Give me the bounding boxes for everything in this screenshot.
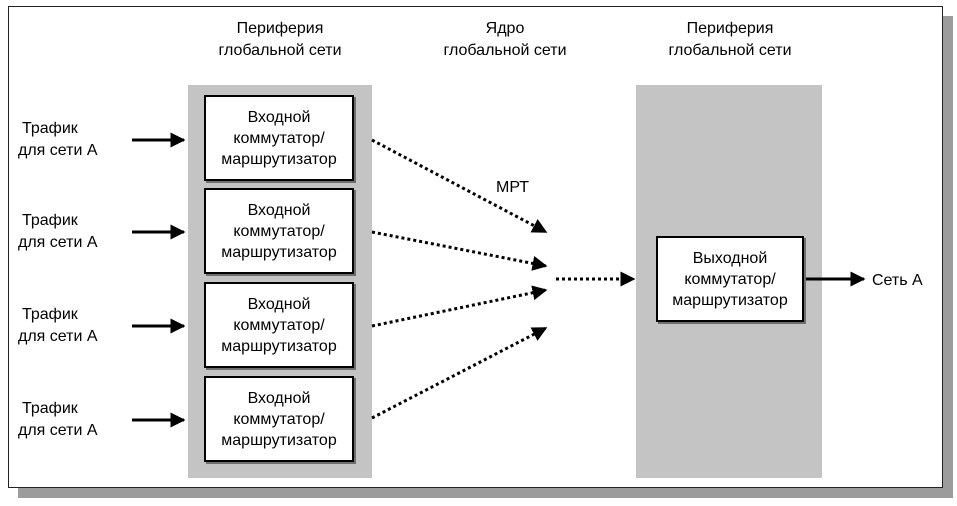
ingress-router-4: Входной коммутатор/ маршрутизатор: [204, 376, 354, 462]
ingress-router-2: Входной коммутатор/ маршрутизатор: [204, 188, 354, 274]
traffic-label-1: Трафик для сети А: [18, 118, 128, 162]
egress-router-line2: коммутатор/: [684, 270, 776, 288]
traffic-label-3: Трафик для сети А: [18, 304, 128, 348]
mpt-path-3: [371, 285, 548, 328]
mpt-path-2: [371, 230, 548, 271]
traffic-label-3-line2: для сети А: [18, 328, 98, 345]
ingress-router-2-line1: Входной: [247, 201, 311, 219]
mpt-label: МРТ: [496, 179, 530, 196]
traffic-label-4: Трафик для сети А: [18, 398, 128, 442]
egress-router-line1: Выходной: [692, 249, 768, 267]
egress-router: Выходной коммутатор/ маршрутизатор: [656, 236, 804, 322]
ingress-router-3-line2: коммутатор/: [233, 316, 325, 334]
traffic-label-3-line1: Трафик: [22, 306, 78, 323]
header-right: Периферия глобальной сети: [650, 18, 810, 62]
egress-router-line3: маршрутизатор: [672, 291, 788, 309]
ingress-router-1-line1: Входной: [247, 108, 311, 126]
ingress-router-1: Входной коммутатор/ маршрутизатор: [204, 95, 354, 181]
mpt-path-4: [371, 326, 548, 420]
header-left: Периферия глобальной сети: [200, 18, 360, 62]
ingress-router-1-line2: коммутатор/: [233, 129, 325, 147]
header-left-line2: глобальной сети: [218, 42, 342, 59]
destination-label: Сеть А: [872, 272, 923, 289]
ingress-router-3: Входной коммутатор/ маршрутизатор: [204, 282, 354, 368]
ingress-router-3-line1: Входной: [247, 295, 311, 313]
traffic-label-4-line1: Трафик: [22, 400, 78, 417]
ingress-router-4-line1: Входной: [247, 389, 311, 407]
ingress-router-2-line3: маршрутизатор: [221, 243, 337, 261]
ingress-router-2-line2: коммутатор/: [233, 222, 325, 240]
header-right-line1: Периферия: [686, 20, 774, 37]
header-left-line1: Периферия: [236, 20, 324, 37]
traffic-label-2: Трафик для сети А: [18, 210, 128, 254]
header-right-line2: глобальной сети: [668, 42, 792, 59]
mpt-path-1: [371, 138, 548, 234]
traffic-label-1-line1: Трафик: [22, 120, 78, 137]
traffic-label-1-line2: для сети А: [18, 142, 98, 159]
traffic-label-2-line1: Трафик: [22, 212, 78, 229]
header-middle: Ядро глобальной сети: [425, 18, 585, 62]
ingress-router-4-line3: маршрутизатор: [221, 431, 337, 449]
traffic-label-4-line2: для сети А: [18, 422, 98, 439]
ingress-router-1-line3: маршрутизатор: [221, 150, 337, 168]
header-middle-line1: Ядро: [485, 20, 525, 37]
ingress-router-4-line2: коммутатор/: [233, 410, 325, 428]
ingress-router-3-line3: маршрутизатор: [221, 337, 337, 355]
traffic-label-2-line2: для сети А: [18, 234, 98, 251]
header-middle-line2: глобальной сети: [443, 42, 567, 59]
